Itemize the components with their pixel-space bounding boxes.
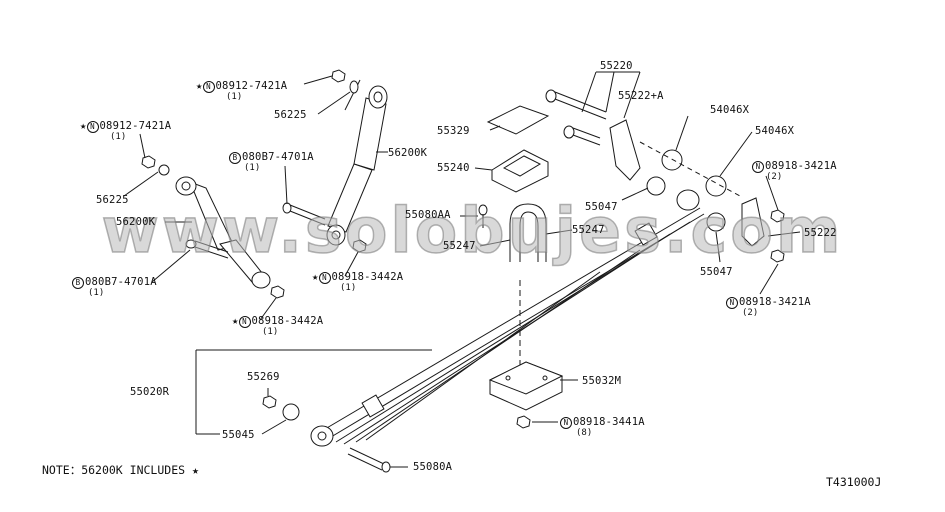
label-55032m: 55032M — [582, 375, 622, 387]
bolt-left — [185, 239, 229, 259]
nut-low — [270, 285, 285, 299]
label-56225-left: 56225 — [96, 194, 129, 206]
qty-nut-r1: (2) — [766, 172, 783, 182]
spring-pad-55329 — [486, 105, 550, 135]
nut-symbol-icon: N — [86, 121, 99, 133]
label-55329: 55329 — [437, 125, 470, 137]
bolt-top — [282, 202, 326, 226]
label-56225-top: 56225 — [274, 109, 307, 121]
label-55247-left: 55247 — [443, 240, 476, 252]
label-55047-1: 55047 — [585, 201, 618, 213]
u-bolt-plate — [488, 361, 564, 411]
label-56200k-left: 56200K — [116, 216, 156, 228]
label-55047-2: 55047 — [700, 266, 733, 278]
nut-55032 — [516, 415, 531, 429]
shock-absorber-left — [175, 176, 271, 289]
bushings — [262, 141, 741, 421]
qty-bolt-left: (1) — [88, 288, 105, 298]
u-bolt — [509, 203, 547, 410]
qty-nut-left: (1) — [110, 132, 127, 142]
nut-symbol-icon: N — [726, 297, 738, 309]
nut-symbol-icon: N — [752, 161, 764, 173]
qty-nut-u: (8) — [576, 428, 593, 438]
qty-nut-mid: (1) — [340, 283, 357, 293]
nut-top — [331, 69, 359, 94]
label-55080a: 55080A — [413, 461, 453, 473]
bolt-symbol-icon: B — [72, 277, 84, 289]
label-55247-right: 55247 — [572, 224, 605, 236]
qty-nut-low: (1) — [262, 327, 279, 337]
shackle-plate-front — [609, 119, 641, 181]
shock-absorber-top — [326, 79, 388, 246]
nut-symbol-icon: N — [560, 417, 572, 429]
label-55220: 55220 — [600, 60, 633, 72]
bolt-symbol-icon: B — [229, 152, 241, 164]
spring-seat-55240 — [491, 149, 549, 193]
diagram-code: T431000J — [826, 475, 882, 489]
qty-bolt-top: (1) — [244, 163, 261, 173]
note-text: NOTE：56200K INCLUDES ★ — [42, 463, 199, 477]
label-55269: 55269 — [247, 371, 280, 383]
label-56200k-top: 56200K — [388, 147, 428, 159]
bolt-55080a — [347, 447, 391, 473]
label-55045: 55045 — [222, 429, 255, 441]
label-55222a: 55222+A — [618, 90, 664, 102]
qty-nut-r2: (2) — [742, 308, 759, 318]
shackle-plate-rear — [741, 197, 765, 247]
label-55020r: 55020R — [130, 386, 170, 398]
leader-lines — [123, 71, 801, 468]
bolt-55080aa — [478, 204, 488, 228]
label-54046x-1: 54046X — [710, 104, 750, 116]
label-55222: 55222 — [804, 227, 837, 239]
nut-symbol-icon: N — [202, 81, 215, 93]
label-54046x-2: 54046X — [755, 125, 795, 137]
nut-mid — [352, 239, 367, 253]
label-55240: 55240 — [437, 162, 470, 174]
qty-nut-top: (1) — [226, 92, 243, 102]
label-55080aa: 55080AA — [405, 209, 451, 221]
shackle-bolts — [545, 89, 607, 146]
leaf-spring — [310, 189, 705, 447]
nuts-right — [770, 209, 785, 263]
nut-left — [141, 155, 170, 176]
nut-symbol-icon: N — [318, 272, 331, 284]
nut-symbol-icon: N — [238, 316, 251, 328]
